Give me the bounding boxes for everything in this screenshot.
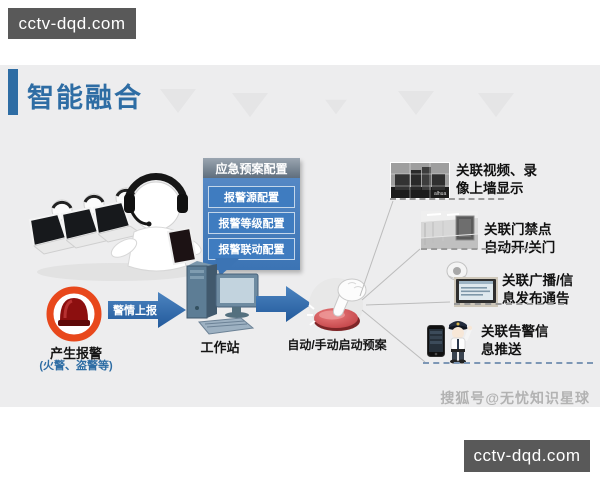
background-blob: [325, 99, 347, 115]
dashed-divider: [421, 248, 538, 250]
outcome-label-alert-push: 关联告警信 息推送: [481, 324, 549, 357]
background-blob: [398, 91, 434, 115]
operators-illustration: [28, 173, 202, 281]
outcome-label-video: 关联视频、录 像上墙显示: [456, 163, 537, 196]
emergency-plan-callout: 应急预案配置 报警源配置 报警等级配置 报警联动配置: [203, 158, 300, 270]
callout-body: 报警源配置 报警等级配置 报警联动配置: [203, 178, 300, 270]
launch-button-label: 自动/手动启动预案: [287, 338, 387, 352]
dashed-divider: [423, 362, 593, 364]
background-blob: [232, 93, 268, 117]
press-button-icon: [307, 278, 367, 332]
flow-arrow: [256, 286, 312, 322]
watermark-bottom: cctv-dqd.com: [464, 440, 590, 472]
dashed-divider: [454, 303, 564, 305]
camera-brand-logo: alhua: [434, 191, 446, 197]
door-access-image: [421, 211, 478, 249]
alarm-sublabel: (火警、盗警等): [39, 360, 113, 372]
workstation-label: 工作站: [200, 340, 240, 355]
broadcast-screen-image: [454, 277, 498, 307]
watermark-top: cctv-dqd.com: [8, 8, 136, 39]
report-arrow-label: 警情上报: [112, 303, 158, 317]
phone-icon: [427, 325, 445, 357]
outcome-label-broadcast: 关联广播/信 息发布通告: [502, 273, 574, 306]
alarm-label: 产生报警: [49, 346, 102, 361]
sohu-watermark: 搜狐号@无忧知识星球: [440, 390, 590, 406]
callout-item-alarm-level: 报警等级配置: [208, 212, 295, 234]
watermark-bottom-text: cctv-dqd.com: [473, 446, 581, 465]
alarm-beacon-icon: [46, 286, 102, 342]
title-accent-bar: [8, 69, 18, 115]
workstation-icon: [186, 261, 259, 335]
callout-header: 应急预案配置: [203, 158, 300, 178]
watermark-top-text: cctv-dqd.com: [18, 13, 126, 33]
report-arrow: 警情上报: [108, 292, 186, 328]
callout-item-alarm-source: 报警源配置: [208, 186, 295, 208]
callout-item-alarm-linkage: 报警联动配置: [208, 238, 295, 260]
officer-icon: [448, 321, 472, 364]
callout-tail: [215, 258, 240, 276]
video-wall-image: alhua: [390, 162, 450, 199]
background-blob: [478, 93, 514, 117]
page-title: 智能融合: [27, 83, 143, 113]
outcome-label-door: 关联门禁点 自动开/关门: [484, 222, 556, 255]
background-blob: [160, 89, 196, 113]
dashed-divider: [390, 198, 504, 200]
